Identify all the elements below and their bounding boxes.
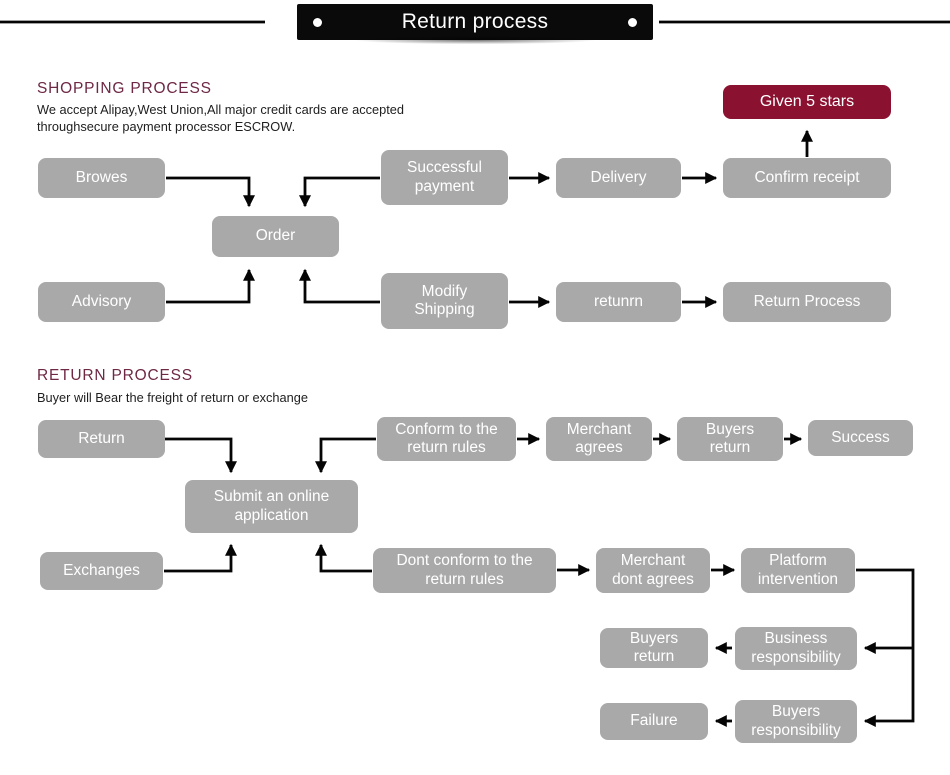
node-browes: Browes xyxy=(38,158,165,198)
node-buyers-return-top: Buyers return xyxy=(677,417,783,461)
node-merchant-agrees: Merchant agrees xyxy=(546,417,652,461)
node-return-process: Return Process xyxy=(723,282,891,322)
banner-dot-left-icon xyxy=(313,17,322,27)
shopping-subtitle-line2: throughsecure payment processor ESCROW. xyxy=(37,118,296,134)
node-business-responsibility: Business responsibility xyxy=(735,627,857,670)
node-retunrn: retunrn xyxy=(556,282,681,322)
node-platform-intervention: Platform intervention xyxy=(741,548,855,593)
node-merchant-dont-agrees: Merchant dont agrees xyxy=(596,548,710,593)
node-buyers-responsibility: Buyers responsibility xyxy=(735,700,857,743)
shopping-process-heading: SHOPPING PROCESS xyxy=(37,80,212,97)
banner-dot-right-icon xyxy=(628,17,637,27)
node-exchanges: Exchanges xyxy=(40,552,163,590)
return-process-subtitle: Buyer will Bear the freight of return or… xyxy=(37,390,309,405)
node-delivery: Delivery xyxy=(556,158,681,198)
node-confirm-receipt: Confirm receipt xyxy=(723,158,891,198)
banner-title: Return process xyxy=(401,10,549,33)
node-submit-application: Submit an online application xyxy=(185,480,358,533)
shopping-process-subtitle: We accept Alipay,West Union,All major cr… xyxy=(37,102,404,135)
node-given-5-stars: Given 5 stars xyxy=(723,85,891,119)
node-failure: Failure xyxy=(600,703,708,740)
node-successful-payment: Successful payment xyxy=(381,150,508,205)
node-modify-shipping: Modify Shipping xyxy=(381,273,508,329)
node-dont-conform-rules: Dont conform to the return rules xyxy=(373,548,556,593)
node-success: Success xyxy=(808,420,913,456)
return-process-heading: RETURN PROCESS xyxy=(37,367,193,384)
node-advisory: Advisory xyxy=(38,282,165,322)
shopping-subtitle-line1: We accept Alipay,West Union,All major cr… xyxy=(37,102,405,117)
node-order: Order xyxy=(212,216,339,257)
node-return: Return xyxy=(38,420,165,458)
node-conform-rules: Conform to the return rules xyxy=(377,417,516,461)
banner: Return process xyxy=(297,4,653,46)
node-buyers-return-bottom: Buyers return xyxy=(600,628,708,668)
